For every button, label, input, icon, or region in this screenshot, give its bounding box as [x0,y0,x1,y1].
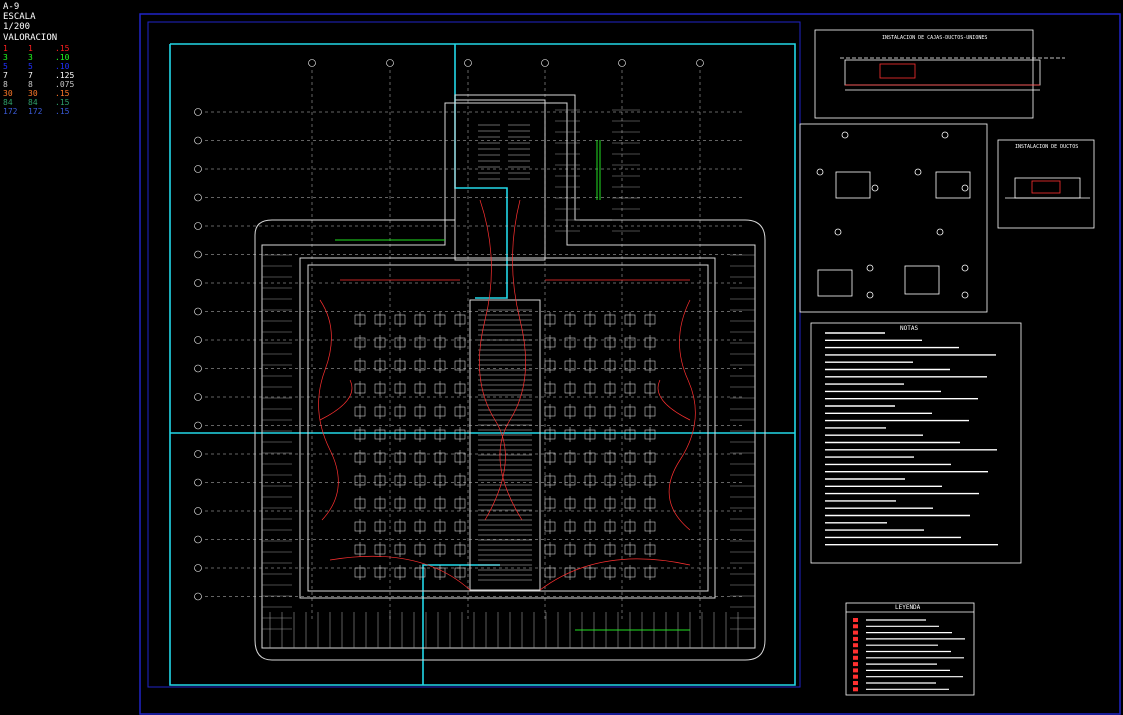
legend-title: LEYENDA [895,604,921,611]
grid-bubble [194,279,202,287]
grid-bubble [194,564,202,572]
legend-symbol [853,687,858,692]
inner-drawing-frame [147,21,801,688]
grid-bubble [194,165,202,173]
grid-bubbles [194,59,704,601]
box-details-panel [799,123,988,313]
pen-weight-a: 1 [3,44,8,53]
legend-symbol [853,649,858,654]
trench-detail-title: INSTALACION DE CAJAS-DUCTOS-UNIONES [882,35,988,41]
pen-weight-c: .15 [55,44,70,53]
grid-bubble [194,592,202,601]
legend-symbol [853,636,858,641]
grid-bubble [194,421,202,430]
grid-bubble [194,193,202,202]
legend-symbol [853,681,858,685]
pen-weight-a: 5 [3,62,8,71]
electrical-circuit [318,299,339,521]
pen-weight-b: 172 [28,107,43,116]
valuation-label: VALORACION [3,33,58,43]
grid-bubble [464,59,472,67]
grid-bubble [194,450,202,458]
grid-bubble [194,507,202,515]
pen-weight-a: 84 [3,98,13,107]
pen-weight-a: 3 [3,53,8,62]
pen-weight-b: 8 [28,80,33,89]
legend-panel [845,602,975,696]
pen-weight-b: 1 [28,44,33,53]
electrical-circuit [668,299,696,531]
pen-weight-b: 3 [28,53,33,62]
grid-bubble [194,364,202,373]
pen-weight-c: .15 [55,107,70,116]
pen-weight-b: 30 [28,89,38,98]
grid-bubble [194,222,202,230]
grid-bubble [618,59,626,67]
pen-weight-b: 84 [28,98,38,107]
grid-bubble [308,59,316,67]
grid-bubble [541,59,549,67]
legend-symbol [853,618,858,622]
legend-symbol [853,624,858,629]
grid-bubble [696,59,704,67]
electrical-circuit [479,199,506,521]
electrical-circuit [499,199,526,521]
building-outline [254,94,766,661]
pen-weight-b: 7 [28,71,33,80]
pen-weight-c: .10 [55,62,70,71]
scale-value: 1/200 [3,22,31,32]
legend-symbol [853,668,858,673]
grid-bubble [194,250,202,259]
scale-label: ESCALA [3,12,36,22]
electrical-circuit [319,379,691,421]
notes-title: NOTAS [900,325,919,332]
duct-detail-panel [997,139,1095,229]
legend-symbol [853,630,858,635]
green-landscape [335,140,690,631]
grid-bubble [386,59,394,67]
grid-bubble [194,478,202,487]
legend-symbol [853,655,858,660]
pen-weight-b: 5 [28,62,33,71]
sheet-number: A-9 [3,2,20,12]
pen-weight-c: .15 [55,98,70,107]
electrical-circuits [318,199,696,591]
trench-detail-panel [814,29,1065,119]
grid-bubble [194,393,202,401]
sheet-border [139,13,1121,715]
grid-bubble [194,336,202,344]
pen-weight-a: 7 [3,71,8,80]
pen-weight-a: 8 [3,80,8,89]
structural-grid [205,70,745,620]
electrical-circuit [329,555,691,591]
legend-symbol [853,674,858,679]
legend-symbol [853,662,858,667]
pen-weight-a: 30 [3,89,13,98]
grid-bubble [194,307,202,316]
grid-bubble [194,535,202,544]
notes-panel [810,322,1022,564]
pen-weight-c: .125 [55,71,75,80]
legend-symbol [853,643,858,648]
pen-weight-a: 172 [3,107,18,116]
pen-weight-c: .10 [55,53,70,62]
interior-furniture [354,124,656,581]
pen-weight-c: .15 [55,89,70,98]
cyan-limit-lines [169,43,796,686]
duct-detail-title: INSTALACION DE DUCTOS [1015,144,1079,150]
pen-weight-c: .075 [55,80,75,89]
grid-bubble [194,136,202,145]
grid-bubble [194,108,202,116]
